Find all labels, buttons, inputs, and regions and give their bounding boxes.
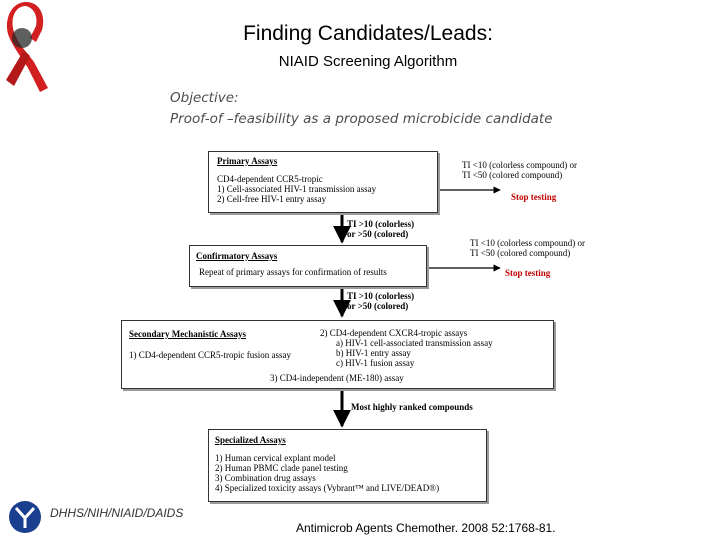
stop-criteria-2: TI <10 (colorless compound) or TI <50 (c… [470,238,585,258]
primary-assays-line: 1) Cell-associated HIV-1 transmission as… [217,184,377,194]
specialized-assays-line: 3) Combination drug assays [215,473,316,483]
nih-logo [9,501,41,533]
primary-assays-line: CD4-dependent CCR5-tropic [217,174,323,184]
objective-text: Objective: Proof-of –feasibility as a pr… [170,88,553,130]
specialized-assays-line: 2) Human PBMC clade panel testing [215,463,348,473]
pass-criteria-line: TI >10 (colorless) [347,291,415,301]
primary-assays-box: Primary Assays CD4-dependent CCR5-tropic… [208,151,438,213]
page-subtitle: NIAID Screening Algorithm [278,53,458,70]
citation-footer: Antimicrob Agents Chemother. 2008 52:176… [296,521,556,535]
confirmatory-assays-line: Repeat of primary assays for confirmatio… [199,267,387,277]
secondary-assays-line: c) HIV-1 fusion assay [336,358,415,368]
secondary-assays-box: Secondary Mechanistic Assays 1) CD4-depe… [121,320,554,389]
confirmatory-assays-heading: Confirmatory Assays [196,251,278,261]
secondary-assays-line: 1) CD4-dependent CCR5-tropic fusion assa… [129,350,291,360]
stop-criteria-line: TI <10 (colorless compound) or [462,160,578,170]
page-title: Finding Candidates/Leads: [243,22,493,45]
stop-criteria-line: TI <50 (colored compound) [462,170,563,180]
specialized-assays-heading: Specialized Assays [215,435,286,445]
aids-ribbon-logo [6,2,48,92]
stop-criteria-line: TI <10 (colorless compound) or [470,238,586,248]
stop-criteria-1: TI <10 (colorless compound) or TI <50 (c… [462,160,577,180]
primary-assays-line: 2) Cell-free HIV-1 entry assay [217,194,327,204]
secondary-assays-line: 3) CD4-independent (ME-180) assay [270,373,404,383]
objective-label: Objective: [170,90,239,106]
secondary-assays-heading: Secondary Mechanistic Assays [129,329,246,339]
secondary-assays-line: a) HIV-1 cell-associated transmission as… [336,338,493,348]
confirmatory-assays-box: Confirmatory Assays Repeat of primary as… [189,245,427,287]
pass-criteria-line: or >50 (colored) [347,301,409,311]
specialized-assays-line: 1) Human cervical explant model [215,453,336,463]
secondary-assays-line: 2) CD4-dependent CXCR4-tropic assays [320,328,468,338]
pass-criteria-line: or >50 (colored) [347,229,409,239]
pass-criteria-1: TI >10 (colorless) or >50 (colored) [347,219,414,239]
stop-testing-label: Stop testing [511,192,557,202]
ranked-compounds-label: Most highly ranked compounds [351,402,473,412]
primary-assays-heading: Primary Assays [217,156,278,166]
secondary-assays-right: 2) CD4-dependent CXCR4-tropic assays a) … [320,328,493,368]
secondary-assays-line: b) HIV-1 entry assay [336,348,411,358]
agency-footer: DHHS/NIH/NIAID/DAIDS [50,506,184,520]
pass-criteria-2: TI >10 (colorless) or >50 (colored) [347,291,414,311]
stop-testing-label: Stop testing [505,268,551,278]
specialized-assays-box: Specialized Assays 1) Human cervical exp… [208,429,487,502]
stop-criteria-line: TI <50 (colored compound) [470,248,571,258]
specialized-assays-line: 4) Specialized toxicity assays (Vybrant™… [215,483,440,493]
pass-criteria-line: TI >10 (colorless) [347,219,415,229]
objective-description: Proof-of –feasibility as a proposed micr… [170,111,553,127]
